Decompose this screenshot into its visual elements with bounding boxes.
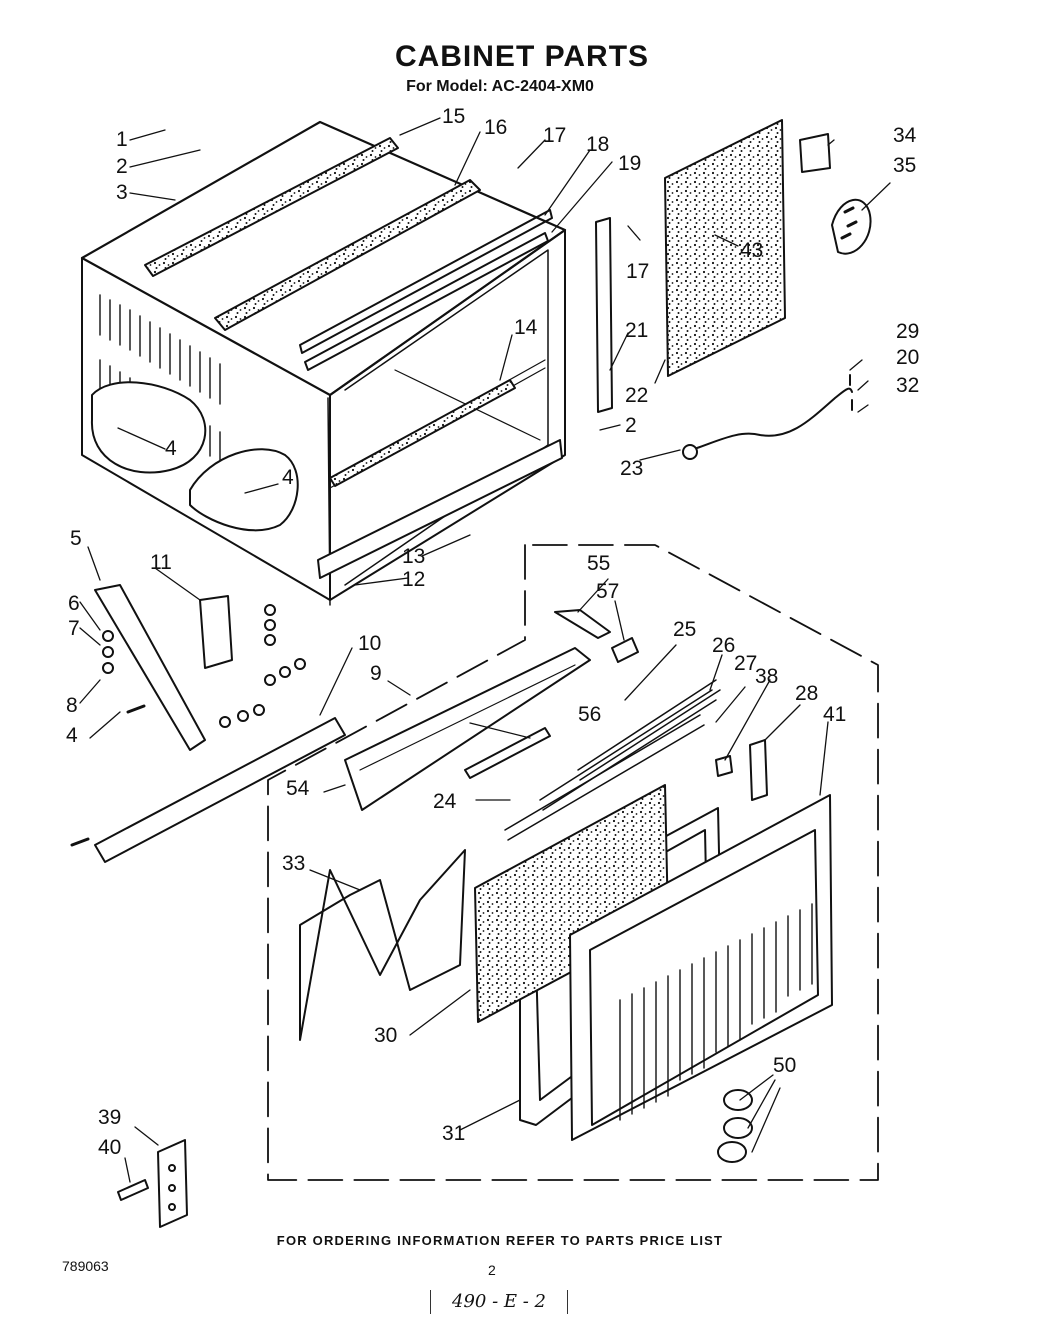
callout-2b: 2 [625,414,637,437]
callout-34: 34 [893,124,917,147]
ordering-note: FOR ORDERING INFORMATION REFER TO PARTS … [276,1233,724,1248]
control-bar-9 [344,647,591,811]
clip-57 [611,637,639,663]
callout-32: 32 [896,374,919,397]
callout-56: 56 [578,703,601,726]
callout-18: 18 [586,133,609,156]
callout-21: 21 [625,319,648,342]
callout-16: 16 [484,116,507,139]
callout-24: 24 [433,790,457,813]
callout-8: 8 [66,694,78,717]
callout-5: 5 [70,527,82,550]
callout-25: 25 [673,618,696,641]
part-35-bracket [831,198,872,255]
callout-7: 7 [68,617,80,640]
ground-wire-23 [682,374,853,460]
bar-56 [464,727,551,779]
knobs-50 [717,1089,753,1163]
rail-16 [214,179,481,331]
rail-10 [94,717,346,863]
screw-40 [117,1179,149,1201]
diagram-title: CABINET PARTS [394,40,650,73]
callout-10: 10 [358,632,381,655]
document-number: 789063 [62,1258,109,1274]
callout-35: 35 [893,154,916,177]
callout-57: 57 [596,580,619,603]
hardware-left [70,604,306,847]
callout-40: 40 [98,1136,121,1159]
louvers-24-26 [504,679,721,841]
handwritten-stamp: 490 - E - 2 [430,1290,568,1314]
callout-3: 3 [116,181,128,204]
bracket-5 [94,584,206,751]
callout-15: 15 [442,105,465,128]
vertical-strip-21 [595,217,613,413]
callout-26: 26 [712,634,735,657]
callout-28: 28 [795,682,818,705]
callout-29: 29 [896,320,919,343]
callout-50: 50 [773,1054,796,1077]
callout-4c: 4 [66,724,78,747]
callout-20: 20 [896,346,919,369]
callout-27: 27 [734,652,757,675]
callout-55: 55 [587,552,610,575]
callout-22: 22 [625,384,648,407]
front-grille-41 [569,794,833,1141]
callout-23: 23 [620,457,643,480]
callout-39: 39 [98,1106,121,1129]
rail-14 [329,379,516,487]
callout-2: 2 [116,155,128,178]
callout-38: 38 [755,665,778,688]
callout-54: 54 [286,777,310,800]
callout-4a: 4 [165,437,177,460]
assembly-boundary [267,544,879,1181]
callout-30: 30 [374,1024,397,1047]
callout-4b: 4 [282,466,294,489]
callout-19: 19 [618,152,641,175]
mounting-plate-39 [157,1139,188,1228]
callout-13: 13 [402,545,425,568]
callout-11: 11 [150,551,172,574]
callout-labels: 1 2 3 4 4 5 6 7 8 4 9 10 11 12 13 14 15 … [66,105,919,1159]
leader-lines [79,117,891,1183]
rail-15 [144,137,399,277]
callout-1: 1 [116,128,128,151]
callout-17a: 17 [543,124,566,147]
callout-14: 14 [514,316,538,339]
side-panel-22 [664,119,786,377]
part-34-block [799,133,831,173]
callout-31: 31 [442,1122,465,1145]
callout-6: 6 [68,592,80,615]
callout-17b: 17 [626,260,649,283]
model-subtitle: For Model: AC-2404-XM0 [406,78,594,95]
heater-coil-33 [299,849,466,1041]
bracket-11 [199,595,233,669]
callout-12: 12 [402,568,425,591]
callout-33: 33 [282,852,305,875]
callout-9: 9 [370,662,382,685]
callout-43: 43 [740,239,763,262]
callout-41: 41 [823,703,846,726]
clip-38 [715,755,733,777]
cabinet-shell [80,120,567,606]
page-number: 2 [488,1262,496,1278]
lever-55 [554,609,611,639]
slide-28 [749,739,768,801]
rail-18-19 [299,209,553,371]
